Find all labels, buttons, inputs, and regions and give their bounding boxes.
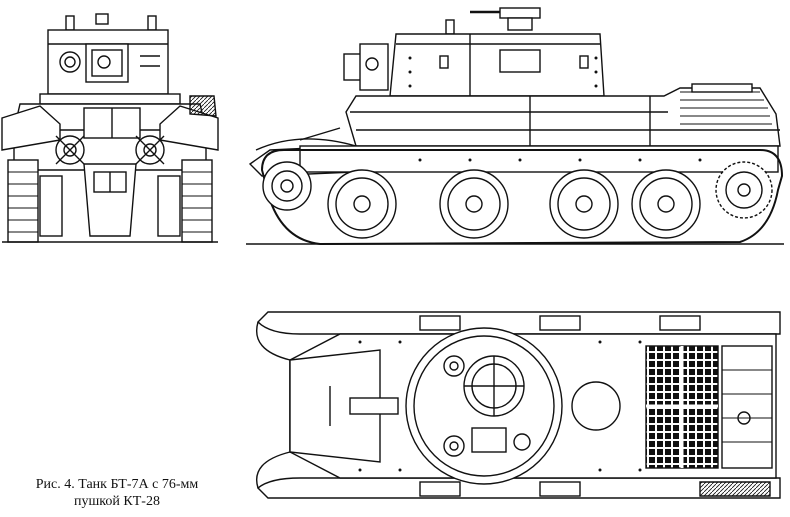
front-view [1, 13, 219, 243]
top-view [256, 311, 781, 499]
caption-line-2: пушкой КТ-28 [74, 494, 160, 509]
caption-line-1: Рис. 4. Танк БТ-7А с 76-мм [35, 477, 199, 492]
figure-caption: Рис. 4. Танк БТ-7А с 76-мм пушкой КТ-28 [8, 476, 226, 510]
side-view [246, 7, 784, 246]
